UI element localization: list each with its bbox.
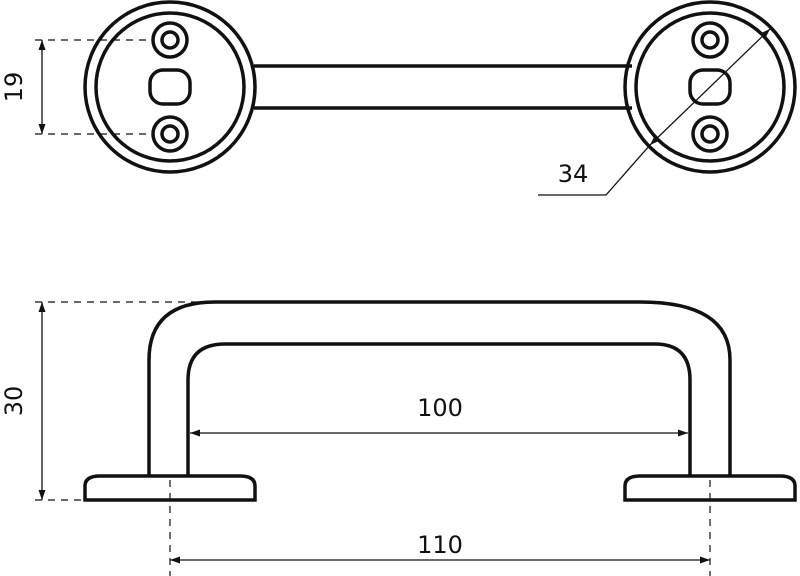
right-base-side <box>623 474 797 502</box>
dim-19-label: 19 <box>0 72 28 103</box>
dim-110-label: 110 <box>417 531 463 559</box>
dim-30-label: 30 <box>0 386 28 417</box>
dimension-34: 34 <box>538 28 771 196</box>
side-view: 30 100 110 <box>0 300 797 576</box>
handle-outer <box>147 300 732 476</box>
left-base-top <box>83 0 257 174</box>
dimension-100: 100 <box>190 394 688 437</box>
handle-inner <box>186 342 692 476</box>
dim-100-label: 100 <box>417 394 463 422</box>
dimension-110: 110 <box>169 480 711 576</box>
dim-34-label: 34 <box>558 160 589 188</box>
top-view: 19 34 <box>0 0 797 196</box>
top-bar <box>254 64 632 110</box>
dimension-19: 19 <box>0 39 152 135</box>
left-base-side <box>83 474 257 502</box>
dimension-30: 30 <box>0 301 212 501</box>
